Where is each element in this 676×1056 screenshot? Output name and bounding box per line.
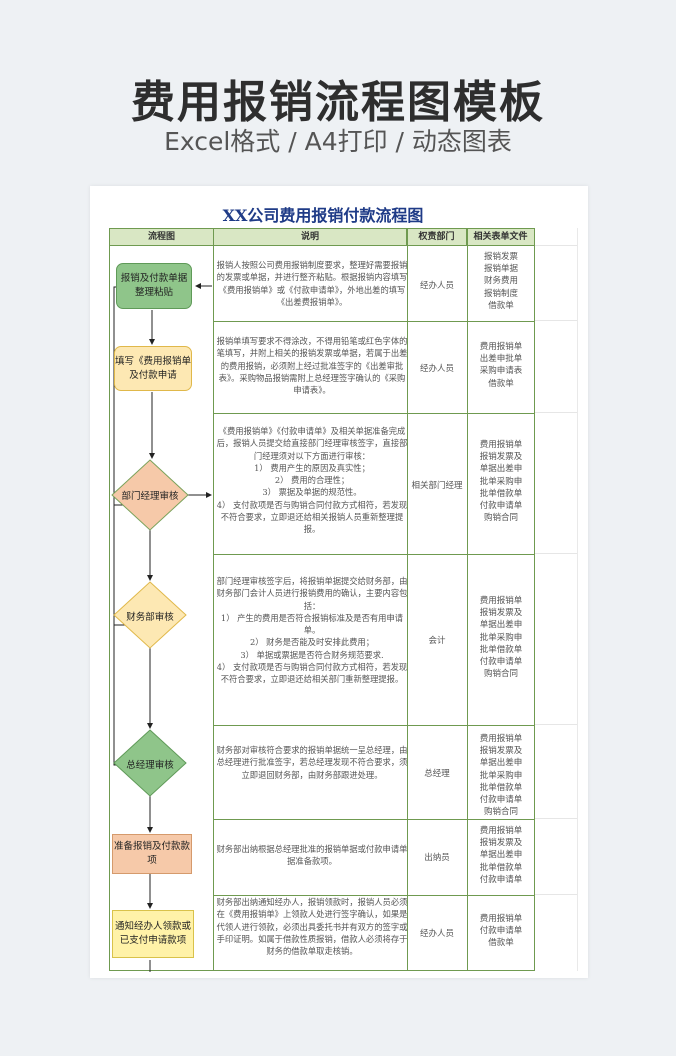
row-1-department: 经办人员 [419, 281, 454, 291]
header-forms: 相关表单文件 [467, 229, 534, 246]
row-divider [213, 725, 534, 726]
flow-step-label: 准备报销及付款款项 [113, 841, 190, 866]
row-1-description: 报销人按照公司费用报销制度要求，整理好需要报销的发票或单据，并进行整齐粘贴。根据… [216, 260, 408, 307]
decision-diamond-dept-manager [111, 459, 189, 531]
flow-step-prepare-payment: 准备报销及付款款项 [112, 834, 192, 874]
hero-title: 费用报销流程图模板 [131, 77, 545, 128]
decision-label-dept-manager: 部门经理审核 [121, 491, 179, 502]
row-divider [213, 819, 534, 820]
header-description: 说明 [214, 229, 407, 246]
sheet-gridline [535, 818, 577, 819]
row-6-forms: 费用报销单 报销发票及 单据出差申 批单借款单 付款申请单 [479, 826, 523, 885]
column-divider [467, 229, 468, 970]
row-7-forms: 费用报销单 付款申请单 借款单 [479, 914, 523, 949]
row-1-forms: 报销发票 报销单据 财务费用 报销制度 借款单 [483, 252, 518, 311]
row-3-forms: 费用报销单 报销发票及 单据出差申 批单采购申 批单借款单 付款申请单 购销合同 [479, 440, 523, 524]
flow-step-label: 报销及付款单据整理粘贴 [120, 273, 188, 298]
flow-table: 流程图 说明 权责部门 相关表单文件 报销人按照公司费用报销制度要求，整理好需要… [109, 228, 535, 971]
row-2-department: 经办人员 [419, 364, 454, 374]
flow-step-organize-receipts: 报销及付款单据整理粘贴 [116, 263, 192, 309]
row-3-description: 《费用报销单》《付款申请单》及相关单据准备完成后，报销人员提交给直接部门经理审核… [216, 426, 408, 535]
row-divider [213, 413, 534, 414]
row-7-department: 经办人员 [419, 929, 454, 939]
row-2-forms: 费用报销单 出差申批单 采购申请表 借款单 [479, 342, 523, 389]
decision-label-finance: 财务部审核 [126, 612, 174, 623]
sheet-gridline [535, 724, 577, 725]
row-4-forms: 费用报销单 报销发票及 单据出差申 批单采购申 批单借款单 付款申请单 购销合同 [479, 596, 523, 680]
sheet-gridline [577, 228, 578, 971]
row-5-department: 总经理 [424, 769, 450, 779]
flow-step-notify-payee: 通知经办人领款或已支付申请款项 [112, 910, 194, 958]
row-3-department: 相关部门经理 [411, 481, 463, 491]
row-6-description: 财务部出纳根据总经理批准的报销单据或付款申请单据准备款项。 [216, 844, 408, 867]
row-4-description: 部门经理审核签字后，将报销单据提交给财务部，由财务部门会计人员进行报销费用的确认… [216, 576, 408, 685]
flow-step-label: 填写《费用报销单及付款申请 [115, 355, 192, 381]
sheet-gridline [535, 320, 577, 321]
row-divider [213, 895, 534, 896]
row-5-description: 财务部对审核符合要求的报销单据统一呈总经理，由总经理进行批准签字，若总经理发现不… [216, 745, 408, 780]
row-7-description: 财务部出纳通知经办人，报销领款时，报销人员必须在《费用报销单》上领款人处进行签字… [216, 897, 408, 957]
row-2-description: 报销单填写要求不得涂改，不得用铅笔或红色字体的笔填写，并附上相关的报销发票或单据… [216, 336, 408, 396]
hero-subtitle: Excel格式 / A4打印 / 动态图表 [164, 127, 512, 156]
column-divider [407, 229, 408, 970]
header-department: 权责部门 [407, 229, 467, 246]
row-divider [213, 554, 534, 555]
column-divider [213, 229, 214, 970]
document-title: XX公司费用报销付款流程图 [222, 206, 424, 225]
flow-step-label: 通知经办人领款或已支付申请款项 [114, 921, 191, 946]
flow-step-fill-form: 填写《费用报销单及付款申请 [114, 346, 192, 391]
sheet-gridline [535, 553, 577, 554]
row-4-department: 会计 [428, 636, 446, 646]
decision-label-gm: 总经理审核 [126, 760, 174, 771]
row-6-department: 出纳员 [424, 853, 450, 863]
sheet-gridline [535, 894, 577, 895]
decision-diamond-finance [113, 581, 187, 649]
row-divider [213, 321, 534, 322]
row-5-forms: 费用报销单 报销发票及 单据出差申 批单采购申 批单借款单 付款申请单 购销合同 [479, 734, 523, 818]
sheet-gridline [535, 245, 577, 246]
sheet-gridline [535, 412, 577, 413]
decision-diamond-gm [113, 729, 187, 797]
